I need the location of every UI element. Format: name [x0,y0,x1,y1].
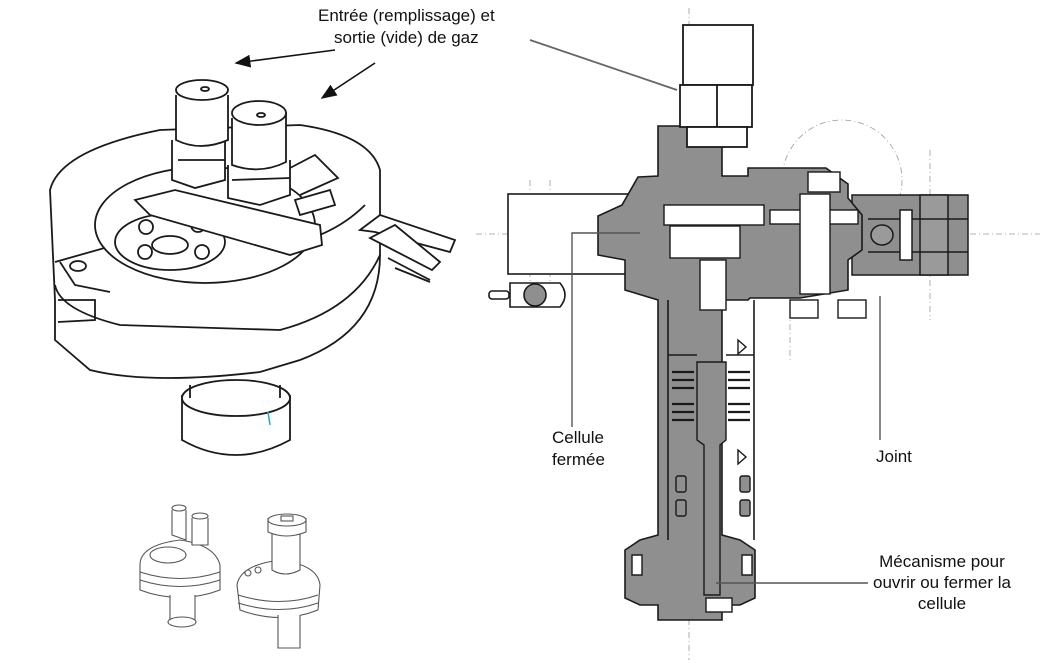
label-cellule-fermee: Cellule fermée [552,427,605,471]
top-fitting [679,24,754,148]
label-gas-line2: sortie (vide) de gaz [334,28,479,47]
leader-gas [529,39,678,91]
gas-arrows [234,49,376,99]
label-cellule-line1: Cellule [552,428,604,447]
label-mecanisme-line2: ouvrir ou fermer la [873,573,1011,592]
isometric-cell-drawing [49,79,457,456]
cross-section-drawing [476,8,1040,660]
label-cellule-line2: fermée [552,450,605,469]
cable [357,213,457,283]
inner-spindle [675,361,751,596]
check-valves [737,338,748,466]
label-mecanisme-line1: Mécanisme pour [879,552,1005,571]
label-mecanisme: Mécanisme pour ouvrir ou fermer la cellu… [873,551,1011,614]
gas-valve-right [227,100,291,206]
thumbnail-cell-closed [236,513,321,649]
thumbnail-cell-open [139,504,221,628]
label-gas-line1: Entrée (remplissage) et [318,6,495,25]
bottom-cylinder [181,379,291,456]
bellows [672,370,750,422]
arrow-to-left-valve [234,49,336,68]
gas-valve-left [171,79,229,189]
label-joint: Joint [876,447,912,466]
main-body-section [597,125,863,621]
arrow-to-right-valve [320,62,376,99]
internal-cavities [631,171,867,613]
label-mecanisme-line3: cellule [917,594,967,613]
thumbnail-cells [139,504,321,649]
label-gas-inlet-outlet: Entrée (remplissage) et sortie (vide) de… [318,5,495,49]
leader-lines [529,39,881,584]
leader-cellule [571,232,640,427]
manifold-block [133,153,340,256]
right-arm [851,194,969,276]
